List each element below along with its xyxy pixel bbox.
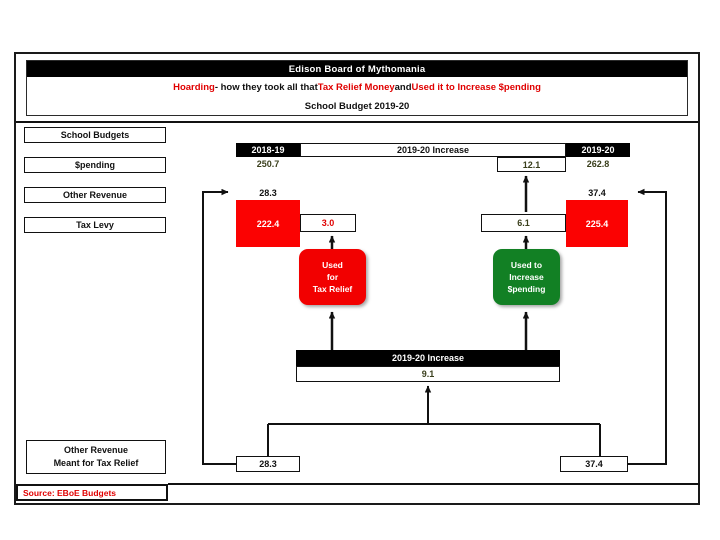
node-tax-relief-line-2: for	[326, 272, 339, 282]
legend-item-school-budgets[interactable]: School Budgets	[24, 127, 166, 143]
arrow-left-other-revenue-loop	[202, 188, 236, 465]
node-increase-line-2: Increase	[509, 272, 544, 282]
node-increase-line-1: Used to	[510, 260, 543, 270]
tax-levy-bar-left: 222.4	[236, 200, 300, 247]
node-used-for-tax-relief[interactable]: Used for Tax Relief	[299, 249, 366, 305]
spending-label-2019-20: 2019-20	[566, 143, 630, 157]
header-divider	[16, 121, 698, 123]
subtitle-part-hoarding: Hoarding	[173, 81, 215, 93]
spending-value-2018-19: 250.7	[256, 159, 280, 169]
spending-label-2018-19: 2018-19	[236, 143, 300, 157]
distribution-tee	[267, 408, 601, 456]
source-divider	[168, 483, 700, 485]
spending-value-2019-20: 262.8	[586, 159, 610, 169]
legend-item-tax-levy[interactable]: Tax Levy	[24, 217, 166, 233]
node-tax-relief-line-3: Tax Relief	[312, 284, 353, 294]
subtitle: Hoarding - how they took all that Tax Re…	[27, 77, 687, 97]
node-increase-line-3: $pending	[507, 284, 546, 294]
increase-bar-value: 9.1	[296, 366, 560, 382]
subtitle-part-increase-spending: Used it to Increase $pending	[411, 81, 541, 93]
subtitle-part-2: - how they took all that	[214, 81, 318, 93]
node-tax-relief-line-1: Used	[322, 260, 343, 270]
title-line-3: School Budget 2019-20	[304, 100, 410, 112]
bottom-legend-line-2: Meant for Tax Relief	[53, 458, 139, 468]
source-note: Source: EBoE Budgets	[16, 484, 168, 501]
other-revenue-value-left: 28.3	[259, 187, 277, 198]
arrow-right-other-revenue-loop	[628, 188, 667, 465]
title-block: Edison Board of Mythomania Hoarding - ho…	[26, 60, 688, 116]
subtitle-part-tax-relief-money: Tax Relief Money	[317, 81, 395, 93]
org-title: Edison Board of Mythomania	[27, 61, 687, 77]
bottom-legend-line-1: Other Revenue	[63, 445, 129, 455]
legend-other-revenue-meant-for-tax-relief[interactable]: Other Revenue Meant for Tax Relief	[26, 440, 166, 474]
bottom-value-right: 37.4	[560, 456, 628, 472]
tax-levy-bar-right: 225.4	[566, 200, 628, 247]
spending-label-increase: 2019-20 Increase	[300, 143, 566, 157]
node-used-to-increase-spending[interactable]: Used to Increase $pending	[493, 249, 560, 305]
legend-item-other-revenue[interactable]: Other Revenue	[24, 187, 166, 203]
spending-value-increase: 12.1	[497, 157, 566, 172]
other-revenue-value-right: 37.4	[588, 187, 606, 198]
subtitle-part-4: and	[394, 81, 412, 93]
increase-spending-amount-box: 6.1	[481, 214, 566, 232]
tax-relief-amount-box: 3.0	[300, 214, 356, 232]
bottom-value-left: 28.3	[236, 456, 300, 472]
legend-item-spending[interactable]: $pending	[24, 157, 166, 173]
increase-bar-label: 2019-20 Increase	[296, 350, 560, 366]
